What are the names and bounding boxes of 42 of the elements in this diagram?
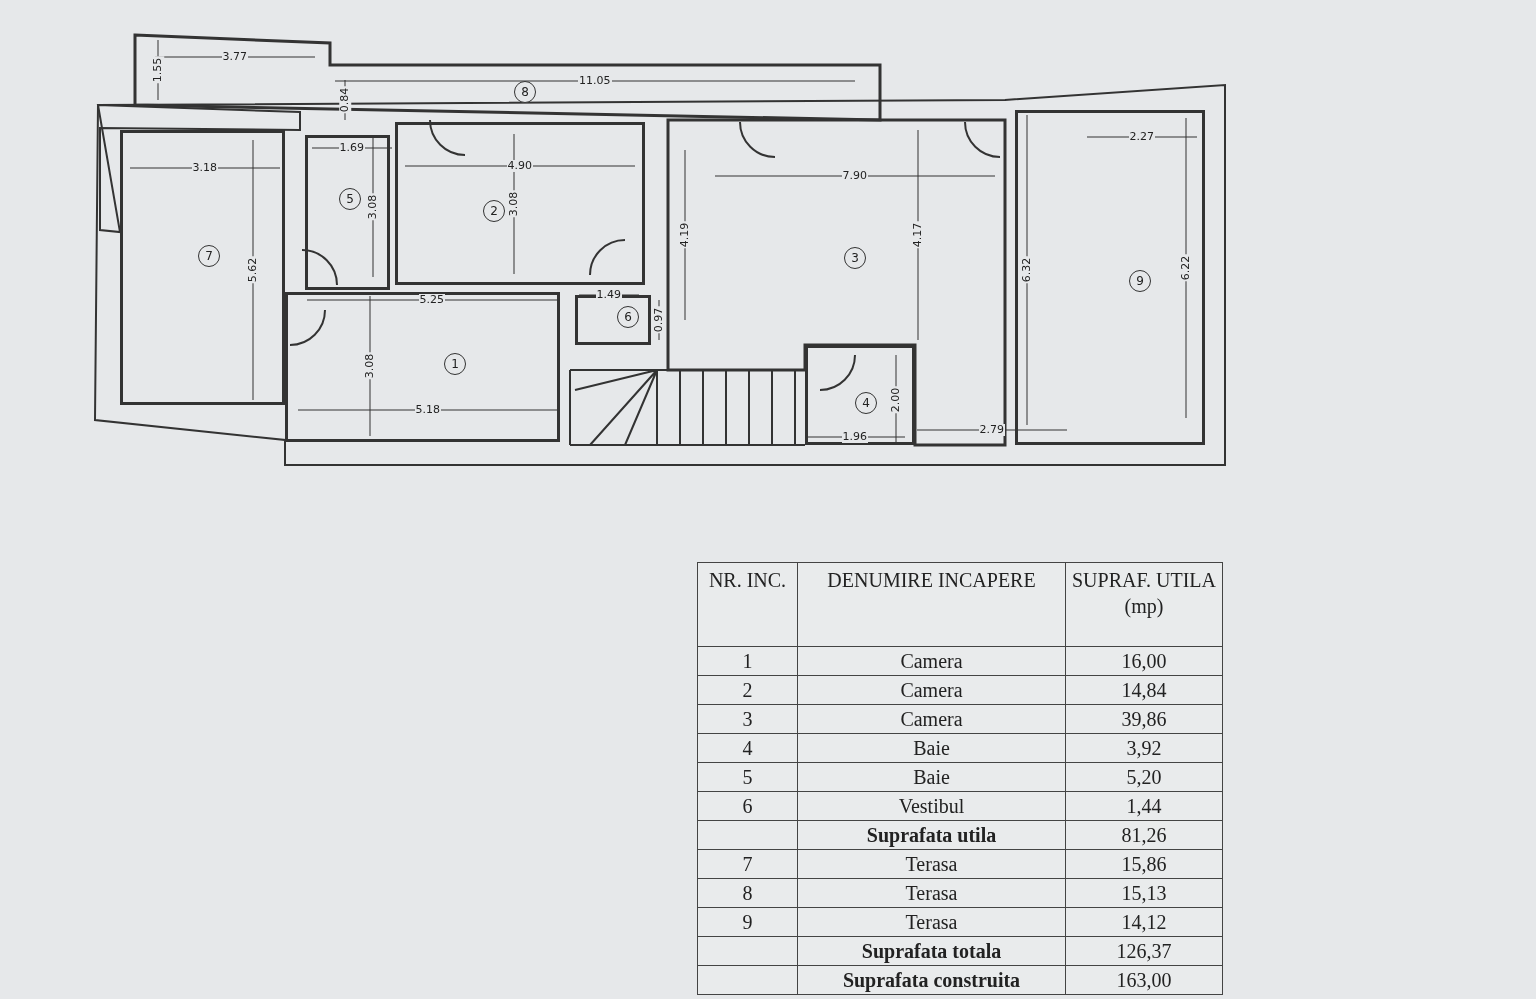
dimension-label: 4.90 <box>506 160 533 172</box>
room-number: 9 <box>1129 270 1151 292</box>
dimension-label: 5.62 <box>246 256 259 284</box>
room-outline <box>668 120 1005 445</box>
room-outline <box>1015 110 1205 445</box>
room-number: 4 <box>855 392 877 414</box>
dimension-label: 2.27 <box>1128 131 1155 143</box>
dimension-label: 3.18 <box>191 162 218 174</box>
dimension-label: 2.79 <box>978 424 1005 436</box>
dimension-label: 6.22 <box>1179 254 1192 282</box>
dimension-label: 3.08 <box>507 190 520 218</box>
room-outline <box>120 130 285 405</box>
dimension-label: 5.18 <box>414 404 441 416</box>
dimension-label: 3.08 <box>366 193 379 221</box>
table-cell: 163,00 <box>1065 965 1223 995</box>
dimension-label: 3.08 <box>363 352 376 380</box>
room-number: 1 <box>444 353 466 375</box>
table-header-cell: SUPRAF. UTILA (mp) <box>1065 562 1223 647</box>
dimension-label: 0.84 <box>338 86 351 114</box>
dimension-label: 1.49 <box>595 289 622 301</box>
dimension-label: 4.19 <box>678 221 691 249</box>
dimension-label: 1.96 <box>841 431 868 443</box>
dimension-label: 1.69 <box>338 142 365 154</box>
room-number: 3 <box>844 247 866 269</box>
room-outline <box>135 35 880 120</box>
dimension-label: 0.97 <box>652 306 665 334</box>
dimension-label: 2.00 <box>889 386 902 414</box>
dimension-label: 3.77 <box>221 51 248 63</box>
dimension-label: 7.90 <box>841 170 868 182</box>
dimension-label: 5.25 <box>418 294 445 306</box>
dimension-label: 6.32 <box>1020 256 1033 284</box>
room-number: 7 <box>198 245 220 267</box>
dimension-label: 4.17 <box>911 221 924 249</box>
room-number: 5 <box>339 188 361 210</box>
room-number: 8 <box>514 81 536 103</box>
table-header-cell: NR. INC. <box>697 562 798 647</box>
room-number: 6 <box>617 306 639 328</box>
room-outline <box>285 292 560 442</box>
dimension-label: 1.55 <box>151 56 164 84</box>
room-outline <box>395 122 645 285</box>
dimension-label: 11.05 <box>578 75 612 87</box>
room-number: 2 <box>483 200 505 222</box>
